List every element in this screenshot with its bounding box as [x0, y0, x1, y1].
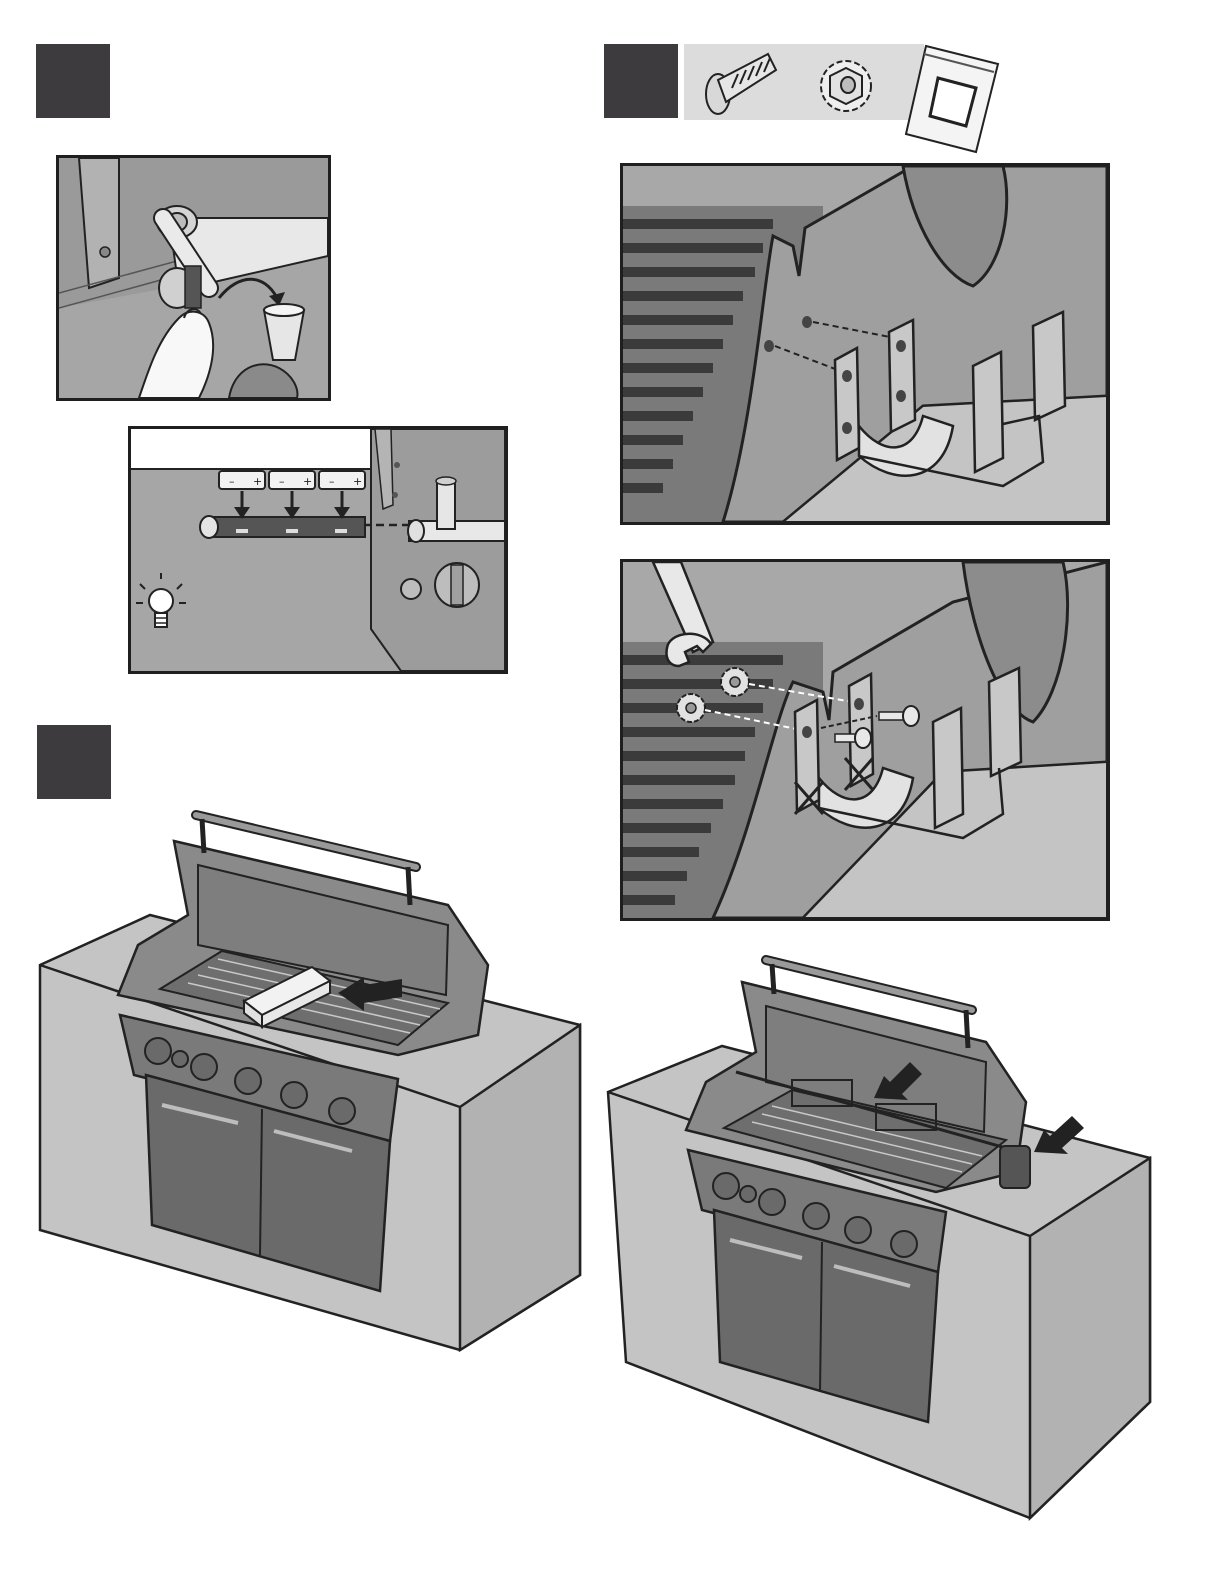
svg-text:+: +	[353, 475, 362, 488]
nut-icon	[721, 668, 749, 696]
grill-warming-rack-illustration	[38, 805, 583, 1355]
grill-rotisserie-illustration	[606, 952, 1154, 1522]
svg-text:–: –	[229, 475, 235, 488]
svg-text:+: +	[303, 475, 312, 488]
bracket-fasten-panel	[620, 559, 1110, 921]
step-marker-battery	[36, 44, 110, 118]
step-marker-warming-rack	[37, 725, 111, 799]
serrated-nut-icon	[821, 61, 871, 111]
svg-text:+: +	[253, 475, 262, 488]
battery-cover-panel	[56, 155, 331, 401]
bolt-icon	[706, 54, 776, 114]
svg-text:–: –	[329, 475, 335, 488]
step-marker-bracket	[604, 44, 678, 118]
rotisserie-motor	[1000, 1146, 1030, 1188]
hardware-bag-icon	[906, 46, 998, 152]
bracket-align-panel	[620, 163, 1110, 525]
hardware-parts	[700, 40, 1010, 156]
svg-text:–: –	[279, 475, 285, 488]
nut-icon	[677, 694, 705, 722]
battery-insert-panel: – + – + – +	[128, 426, 508, 674]
